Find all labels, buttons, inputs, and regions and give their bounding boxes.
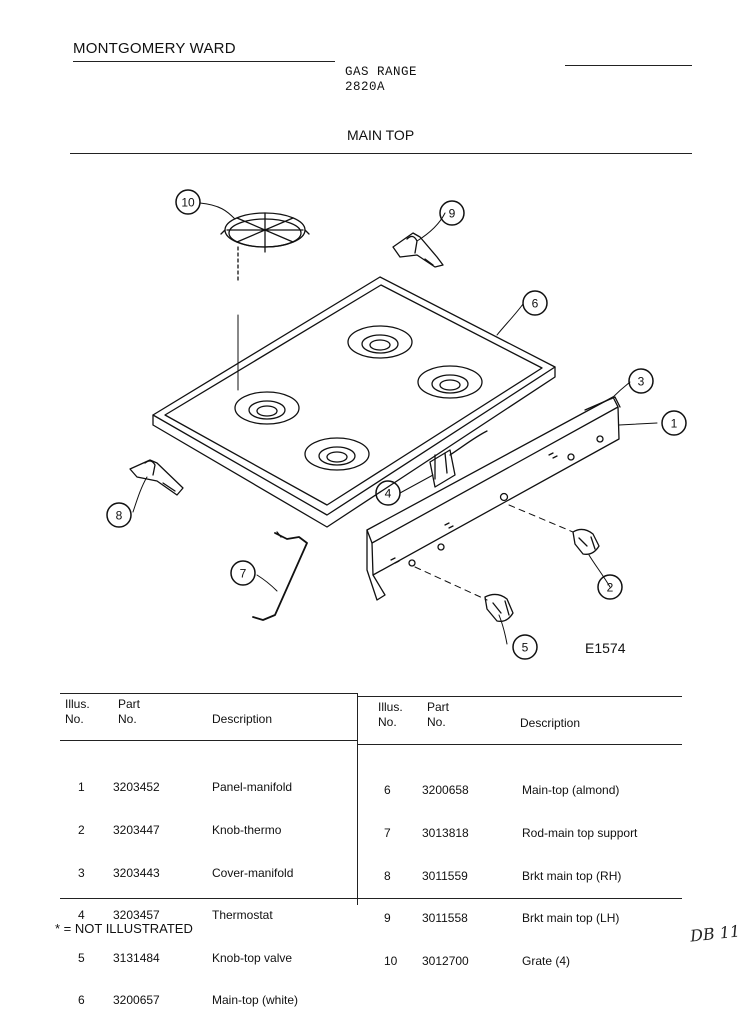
manifold-panel-part	[366, 396, 621, 601]
callout-badges: 10 9 6 3 1 4 8 7 2 5	[106, 189, 687, 660]
table-cell: 3203457	[113, 908, 160, 923]
table-top-rule-right	[357, 696, 682, 697]
table-cell: 10	[384, 953, 398, 968]
table-cell: 2	[78, 823, 85, 838]
header-illus-left: Illus.No.	[65, 697, 90, 726]
table-cell: 4	[78, 908, 85, 923]
table-cell: 3	[78, 865, 85, 880]
table-cell: 9	[384, 911, 391, 926]
section-rule	[70, 153, 692, 154]
callout-3: 3	[638, 375, 645, 389]
table-cell: 3011558	[422, 911, 468, 926]
bracket-lh-part	[392, 232, 444, 268]
left-description-column: Panel-manifold Knob-thermo Cover-manifol…	[212, 752, 298, 1036]
brand-name: MONTGOMERY WARD	[73, 40, 236, 57]
table-cell: Knob-top valve	[212, 950, 293, 965]
grate-part	[220, 212, 310, 253]
main-top-part	[152, 276, 556, 528]
model-number: 2820A	[345, 80, 386, 94]
table-cell: 1	[78, 780, 85, 795]
table-top-rule-left	[60, 693, 357, 694]
table-cell: 3203452	[113, 780, 160, 795]
callout-leaders	[132, 202, 658, 645]
callout-9: 9	[449, 207, 456, 221]
callout-6: 6	[532, 297, 539, 311]
callout-8: 8	[116, 509, 123, 523]
table-cell: 3203447	[113, 823, 160, 838]
right-description-column: Main-top (almond) Rod-main top support B…	[522, 755, 637, 996]
table-cell: Cover-manifold	[212, 865, 294, 880]
table-cell: Brkt main top (RH)	[522, 868, 622, 883]
table-divider	[357, 693, 358, 905]
thermostat-part	[429, 430, 488, 488]
table-cell: Main-top (white)	[212, 993, 299, 1008]
callout-10: 10	[181, 196, 195, 210]
header-illus-right: Illus.No.	[378, 700, 403, 729]
table-cell: 7	[384, 826, 391, 841]
table-cell: Brkt main top (LH)	[522, 911, 620, 926]
figure-id: E1574	[585, 640, 626, 656]
table-cell: 6	[78, 993, 85, 1008]
table-cell: Thermostat	[212, 908, 273, 923]
table-cell: 8	[384, 868, 391, 883]
table-cell: Grate (4)	[522, 953, 571, 968]
header-description-right: Description	[520, 716, 581, 730]
callout-7: 7	[240, 567, 247, 581]
table-cell: Rod-main top support	[522, 826, 638, 841]
table-cell: 6	[384, 783, 391, 798]
callout-2: 2	[607, 581, 614, 595]
table-cell: 3200657	[113, 993, 160, 1008]
table-cell: 3013818	[422, 826, 469, 841]
table-cell: Panel-manifold	[212, 780, 293, 795]
table-cell: 3203443	[113, 865, 160, 880]
table-cell: Main-top (almond)	[522, 783, 620, 798]
table-cell: 3200658	[422, 783, 469, 798]
table-cell: 3131484	[113, 950, 160, 965]
not-illustrated-note: * = NOT ILLUSTRATED	[55, 921, 193, 936]
header-rule-right	[565, 65, 692, 66]
knob-leader-lines	[414, 504, 574, 601]
table-bottom-rule	[60, 898, 682, 899]
right-part-column: 3200658 3013818 3011559 3011558 3012700	[422, 755, 469, 996]
table-cell: Knob-thermo	[212, 823, 282, 838]
knob-top-valve-part	[484, 593, 514, 622]
left-illus-column: 1 2 3 4 5 6	[78, 752, 91, 1036]
knob-thermo-part	[572, 528, 600, 555]
bracket-rh-part	[129, 459, 184, 496]
right-illus-column: 6 7 8 9 10	[384, 755, 397, 996]
table-cell: 3011559	[422, 868, 468, 883]
table-header-rule-left	[60, 740, 357, 741]
callout-1: 1	[671, 417, 678, 431]
handwritten-mark: DB 11	[689, 921, 741, 946]
table-header-rule-right	[357, 744, 682, 745]
table-cell: 5	[78, 950, 85, 965]
product-name: GAS RANGE	[345, 65, 418, 79]
section-title: MAIN TOP	[347, 127, 415, 143]
header-rule-left	[73, 61, 335, 62]
exploded-parts-diagram: 10 9 6 3 1 4 8 7 2 5	[106, 189, 687, 660]
header-description-left: Description	[212, 712, 273, 726]
callout-5: 5	[522, 641, 529, 655]
table-cell: 3012700	[422, 953, 469, 968]
rod-support-part	[252, 531, 308, 621]
callout-4: 4	[385, 487, 392, 501]
left-part-column: 3203452 3203447 3203443 3203457 3131484 …	[113, 752, 160, 1036]
